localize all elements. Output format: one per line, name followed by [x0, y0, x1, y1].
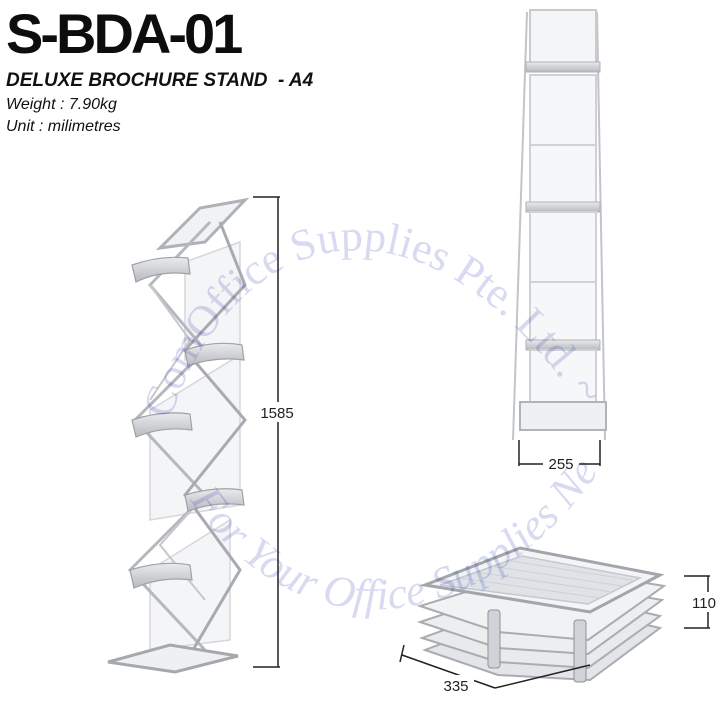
product-name: DELUXE BROCHURE STAND - A4: [6, 70, 314, 91]
unit-spec: Unit : milimetres: [6, 118, 121, 135]
width-label: 255: [548, 456, 573, 473]
weight-spec: Weight : 7.90kg: [6, 96, 117, 113]
stand-perspective-view: [107, 197, 250, 674]
folded-height-dimension: 110: [684, 575, 720, 629]
height-label: 1585: [260, 405, 293, 422]
depth-dimension: 335: [399, 644, 591, 695]
folded-height-label: 110: [692, 595, 716, 612]
depth-label: 335: [443, 678, 468, 695]
stand-folded-view: [416, 546, 667, 683]
height-dimension: 1585: [253, 196, 299, 668]
watermark: ComOffice Supplies Pte. Ltd. ~ For Your …: [0, 0, 614, 620]
model-number: S-BDA-01: [6, 2, 243, 65]
header: S-BDA-01 DELUXE BROCHURE STAND - A4 Weig…: [6, 4, 313, 138]
stand-front-view: [512, 9, 607, 441]
width-dimension: 255: [518, 440, 601, 473]
